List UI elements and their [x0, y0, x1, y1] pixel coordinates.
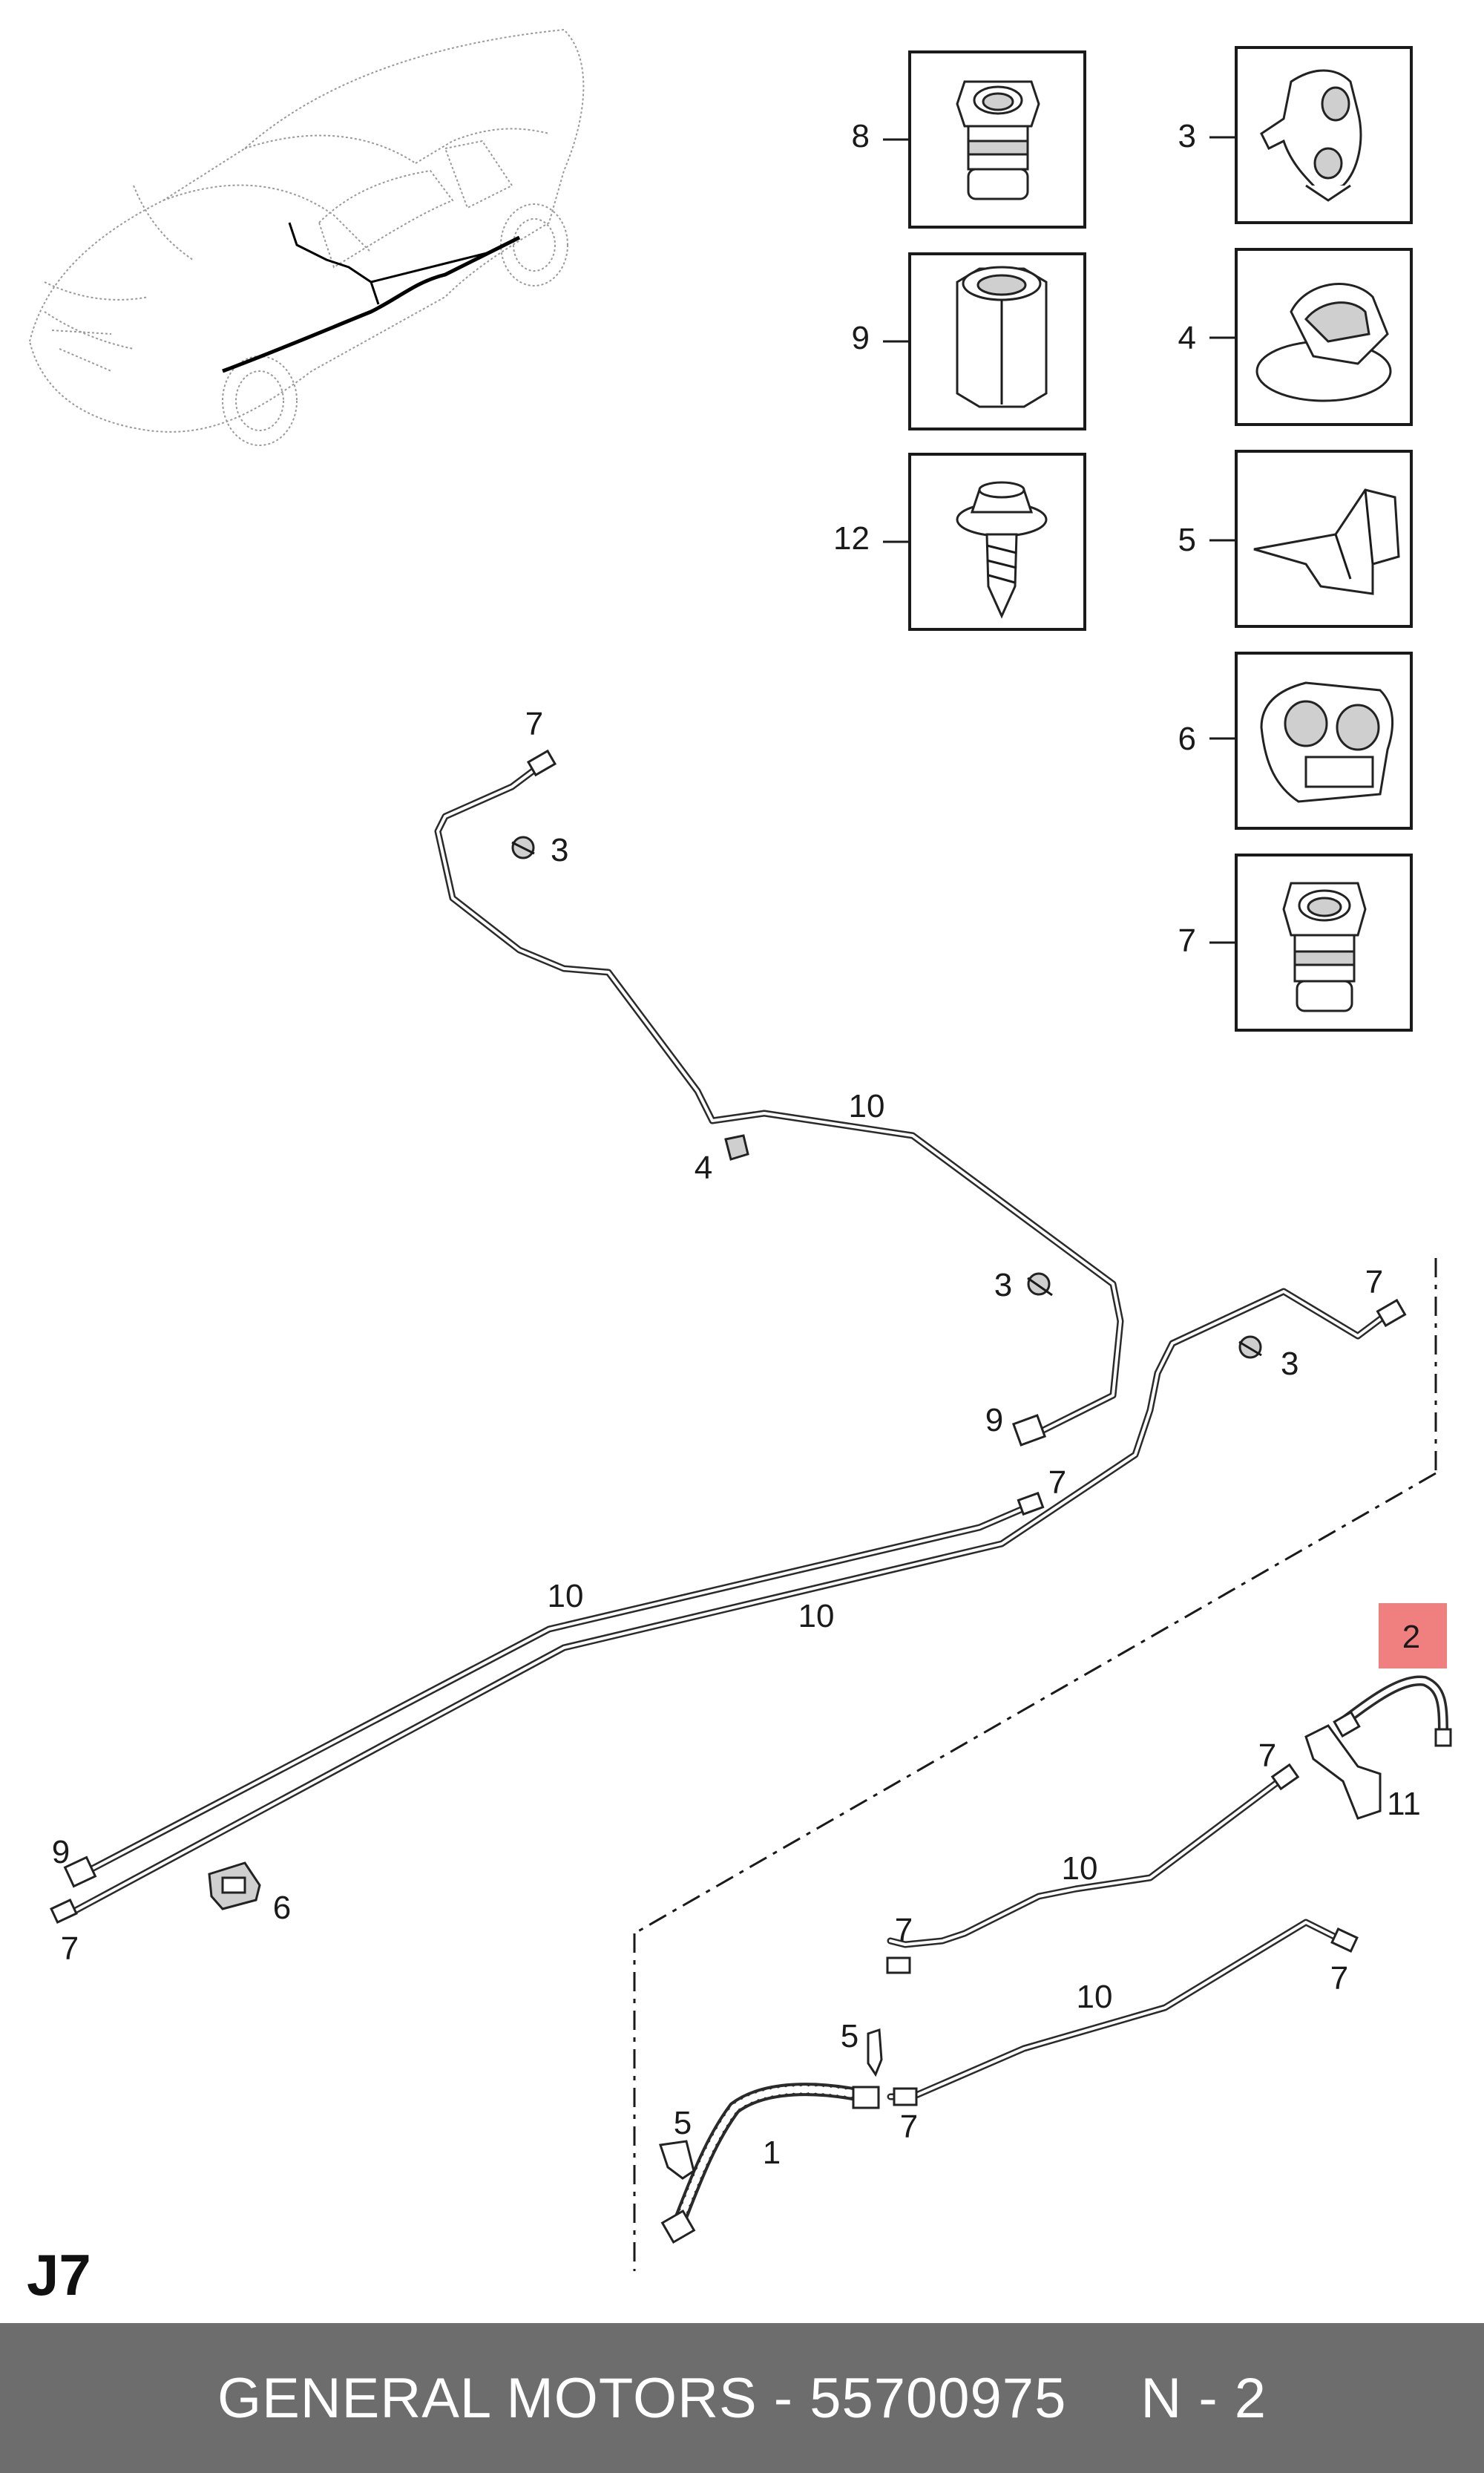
part-box-7: 7: [1178, 854, 1413, 1032]
part-box-9: 9: [852, 252, 1086, 430]
coupling-9-left: [63, 1855, 97, 1888]
union-nut-icon: [956, 80, 1040, 200]
footer-brand: GENERAL MOTORS: [217, 2366, 758, 2430]
brake-pipe-diagram: 8 9 12 3: [28, 28, 1452, 2271]
part-label-5: 5: [1178, 522, 1196, 558]
callout-pipe-10-rear-b: 10: [1077, 1979, 1113, 2015]
rear-brake-pipe-a: [886, 1763, 1300, 1974]
part-box-8: 8: [852, 50, 1086, 229]
flange-screw-icon: [956, 481, 1048, 619]
callout-nut-7-rear-a: 7: [1258, 1737, 1276, 1774]
callout-pipe-10-rear-a: 10: [1062, 1850, 1098, 1887]
clip-5-b: [659, 2140, 695, 2180]
callout-clip-4: 4: [695, 1150, 712, 1186]
callout-upper-pipe: 10: [849, 1088, 885, 1124]
part-box-4: 4: [1178, 248, 1413, 426]
footer-reference: N - 2: [1140, 2366, 1267, 2430]
callout-nut-7-rear-c: 7: [1330, 1960, 1348, 1997]
callout-long-pipe-b: 10: [798, 1598, 835, 1634]
long-brake-pipe-b: [70, 1288, 1391, 1915]
callout-bracket-11: 11: [1387, 1786, 1421, 1822]
callout-clip-3-mid: 3: [994, 1267, 1012, 1303]
clip-6-left: [208, 1861, 261, 1910]
clip-3-upper: [511, 836, 535, 859]
bracket-clip-icon: [1253, 488, 1400, 595]
part-label-4: 4: [1178, 320, 1196, 356]
push-clip-icon: [1255, 283, 1392, 402]
hex-coupling-icon: [956, 266, 1048, 408]
rear-brake-pipe-b: [887, 1919, 1359, 2106]
coupling-9-mid: [1011, 1414, 1047, 1447]
boundary-line-diagonal: [634, 1472, 1437, 1935]
flexible-hose-2: [1333, 1675, 1452, 1747]
double-pipe-clip-icon: [1260, 681, 1394, 803]
footer-bar: GENERAL MOTORS - 55700975 N - 2: [0, 2323, 1484, 2473]
callout-nut-7-rear-b: 7: [895, 1912, 913, 1948]
long-brake-pipe-a: [85, 1501, 1035, 1874]
clip-3-mid: [1027, 1272, 1053, 1297]
callout-long-pipe-a: 10: [548, 1578, 584, 1614]
union-nut-icon: [1282, 882, 1367, 1012]
page-code: J7: [27, 2242, 91, 2307]
part-box-12: 12: [833, 453, 1086, 631]
callout-clip-6: 6: [273, 1890, 291, 1926]
clip-5-a: [867, 2028, 883, 2077]
nut-7-left: [50, 1899, 78, 1924]
callout-right-nut: 7: [1365, 1264, 1383, 1300]
pipe-clip-icon: [1260, 69, 1362, 202]
callout-hose-1: 1: [763, 2135, 781, 2171]
part-label-7: 7: [1178, 923, 1196, 959]
callout-hose-2: 2: [1402, 1619, 1420, 1655]
clip-3-right: [1238, 1335, 1262, 1359]
part-label-6: 6: [1178, 721, 1196, 757]
bracket-11: [1304, 1724, 1382, 1820]
hose-2-highlight: [1379, 1603, 1447, 1668]
part-label-8: 8: [852, 118, 870, 154]
flexible-hose-1: [660, 2083, 880, 2244]
car-outline-illustration: [28, 28, 585, 446]
part-label-12: 12: [833, 520, 870, 557]
footer-separator: -: [773, 2366, 794, 2430]
nut-7-right: [1376, 1298, 1407, 1328]
callout-clip-5-b: 5: [674, 2105, 692, 2141]
callout-clip-5-a: 5: [841, 2018, 858, 2054]
nut-7-top: [526, 749, 557, 777]
callout-nut-7-left: 7: [61, 1930, 79, 1967]
callout-mid-nut: 7: [1048, 1464, 1066, 1501]
callout-upper-nut: 7: [525, 706, 543, 742]
part-label-3: 3: [1178, 118, 1196, 154]
nut-7-mid: [1017, 1491, 1045, 1516]
callout-nut-7-rear-d: 7: [900, 2109, 918, 2145]
upper-brake-pipe: [434, 761, 1124, 1436]
part-label-9: 9: [852, 320, 870, 356]
callout-coupling-9-mid: 9: [985, 1402, 1003, 1438]
part-box-3: 3: [1178, 46, 1413, 224]
footer-part-number: 55700975: [810, 2366, 1067, 2430]
part-box-5: 5: [1178, 450, 1413, 628]
callout-right-clip: 3: [1281, 1346, 1298, 1382]
clip-4-mid: [724, 1134, 749, 1161]
callout-coupling-9-left: 9: [52, 1834, 70, 1870]
callout-upper-clip: 3: [551, 832, 568, 868]
part-box-6: 6: [1178, 652, 1413, 830]
